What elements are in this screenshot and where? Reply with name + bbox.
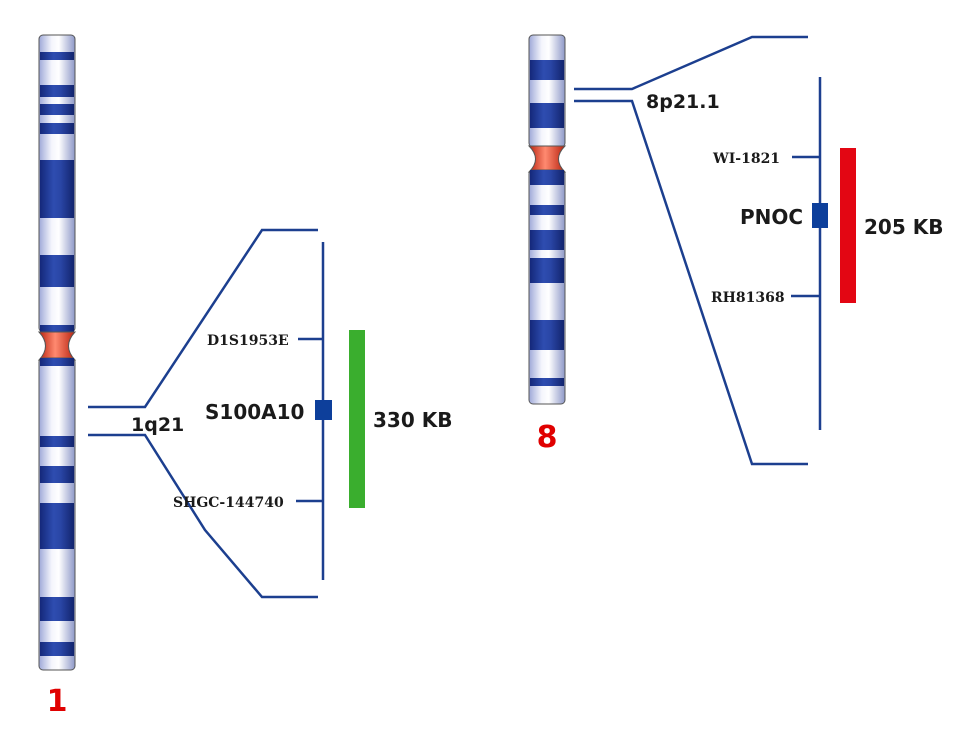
- chromosome-1-centromere: [37, 331, 77, 361]
- shgc-144740-marker-label: SHGC-144740: [173, 495, 284, 511]
- chromosome-1-number: 1: [47, 684, 68, 719]
- chromosome-1-p-arm: [38, 34, 76, 333]
- chr1-band-label: 1q21: [131, 414, 184, 436]
- chr1-size-label: 330 KB: [373, 408, 452, 432]
- chr8-band-label: 8p21.1: [646, 91, 720, 113]
- chr8-size-label: 205 KB: [864, 215, 943, 239]
- pnoc-gene-marker: [812, 203, 828, 228]
- chromosome-8-centromere: [527, 145, 567, 173]
- chromosome-1: [37, 34, 77, 671]
- pnoc-gene-label: PNOC: [740, 205, 803, 229]
- chromosome-8-zoom-lines: [574, 35, 822, 466]
- chr1-size-bar: [349, 330, 365, 508]
- d1s1953e-marker-label: D1S1953E: [207, 333, 289, 349]
- rh81368-marker-label: RH81368: [711, 290, 785, 306]
- chromosome-8-q-arm: [528, 169, 566, 405]
- s100a10-gene-label: S100A10: [205, 400, 304, 424]
- chromosome-8-number: 8: [537, 420, 558, 455]
- s100a10-gene-marker: [315, 400, 332, 420]
- wi-1821-marker-label: WI-1821: [712, 151, 780, 167]
- chromosome-8-p-arm: [528, 34, 566, 148]
- chr8-size-bar: [840, 148, 856, 303]
- chromosome-1-q-arm: [38, 357, 76, 671]
- chromosome-8: [527, 34, 567, 405]
